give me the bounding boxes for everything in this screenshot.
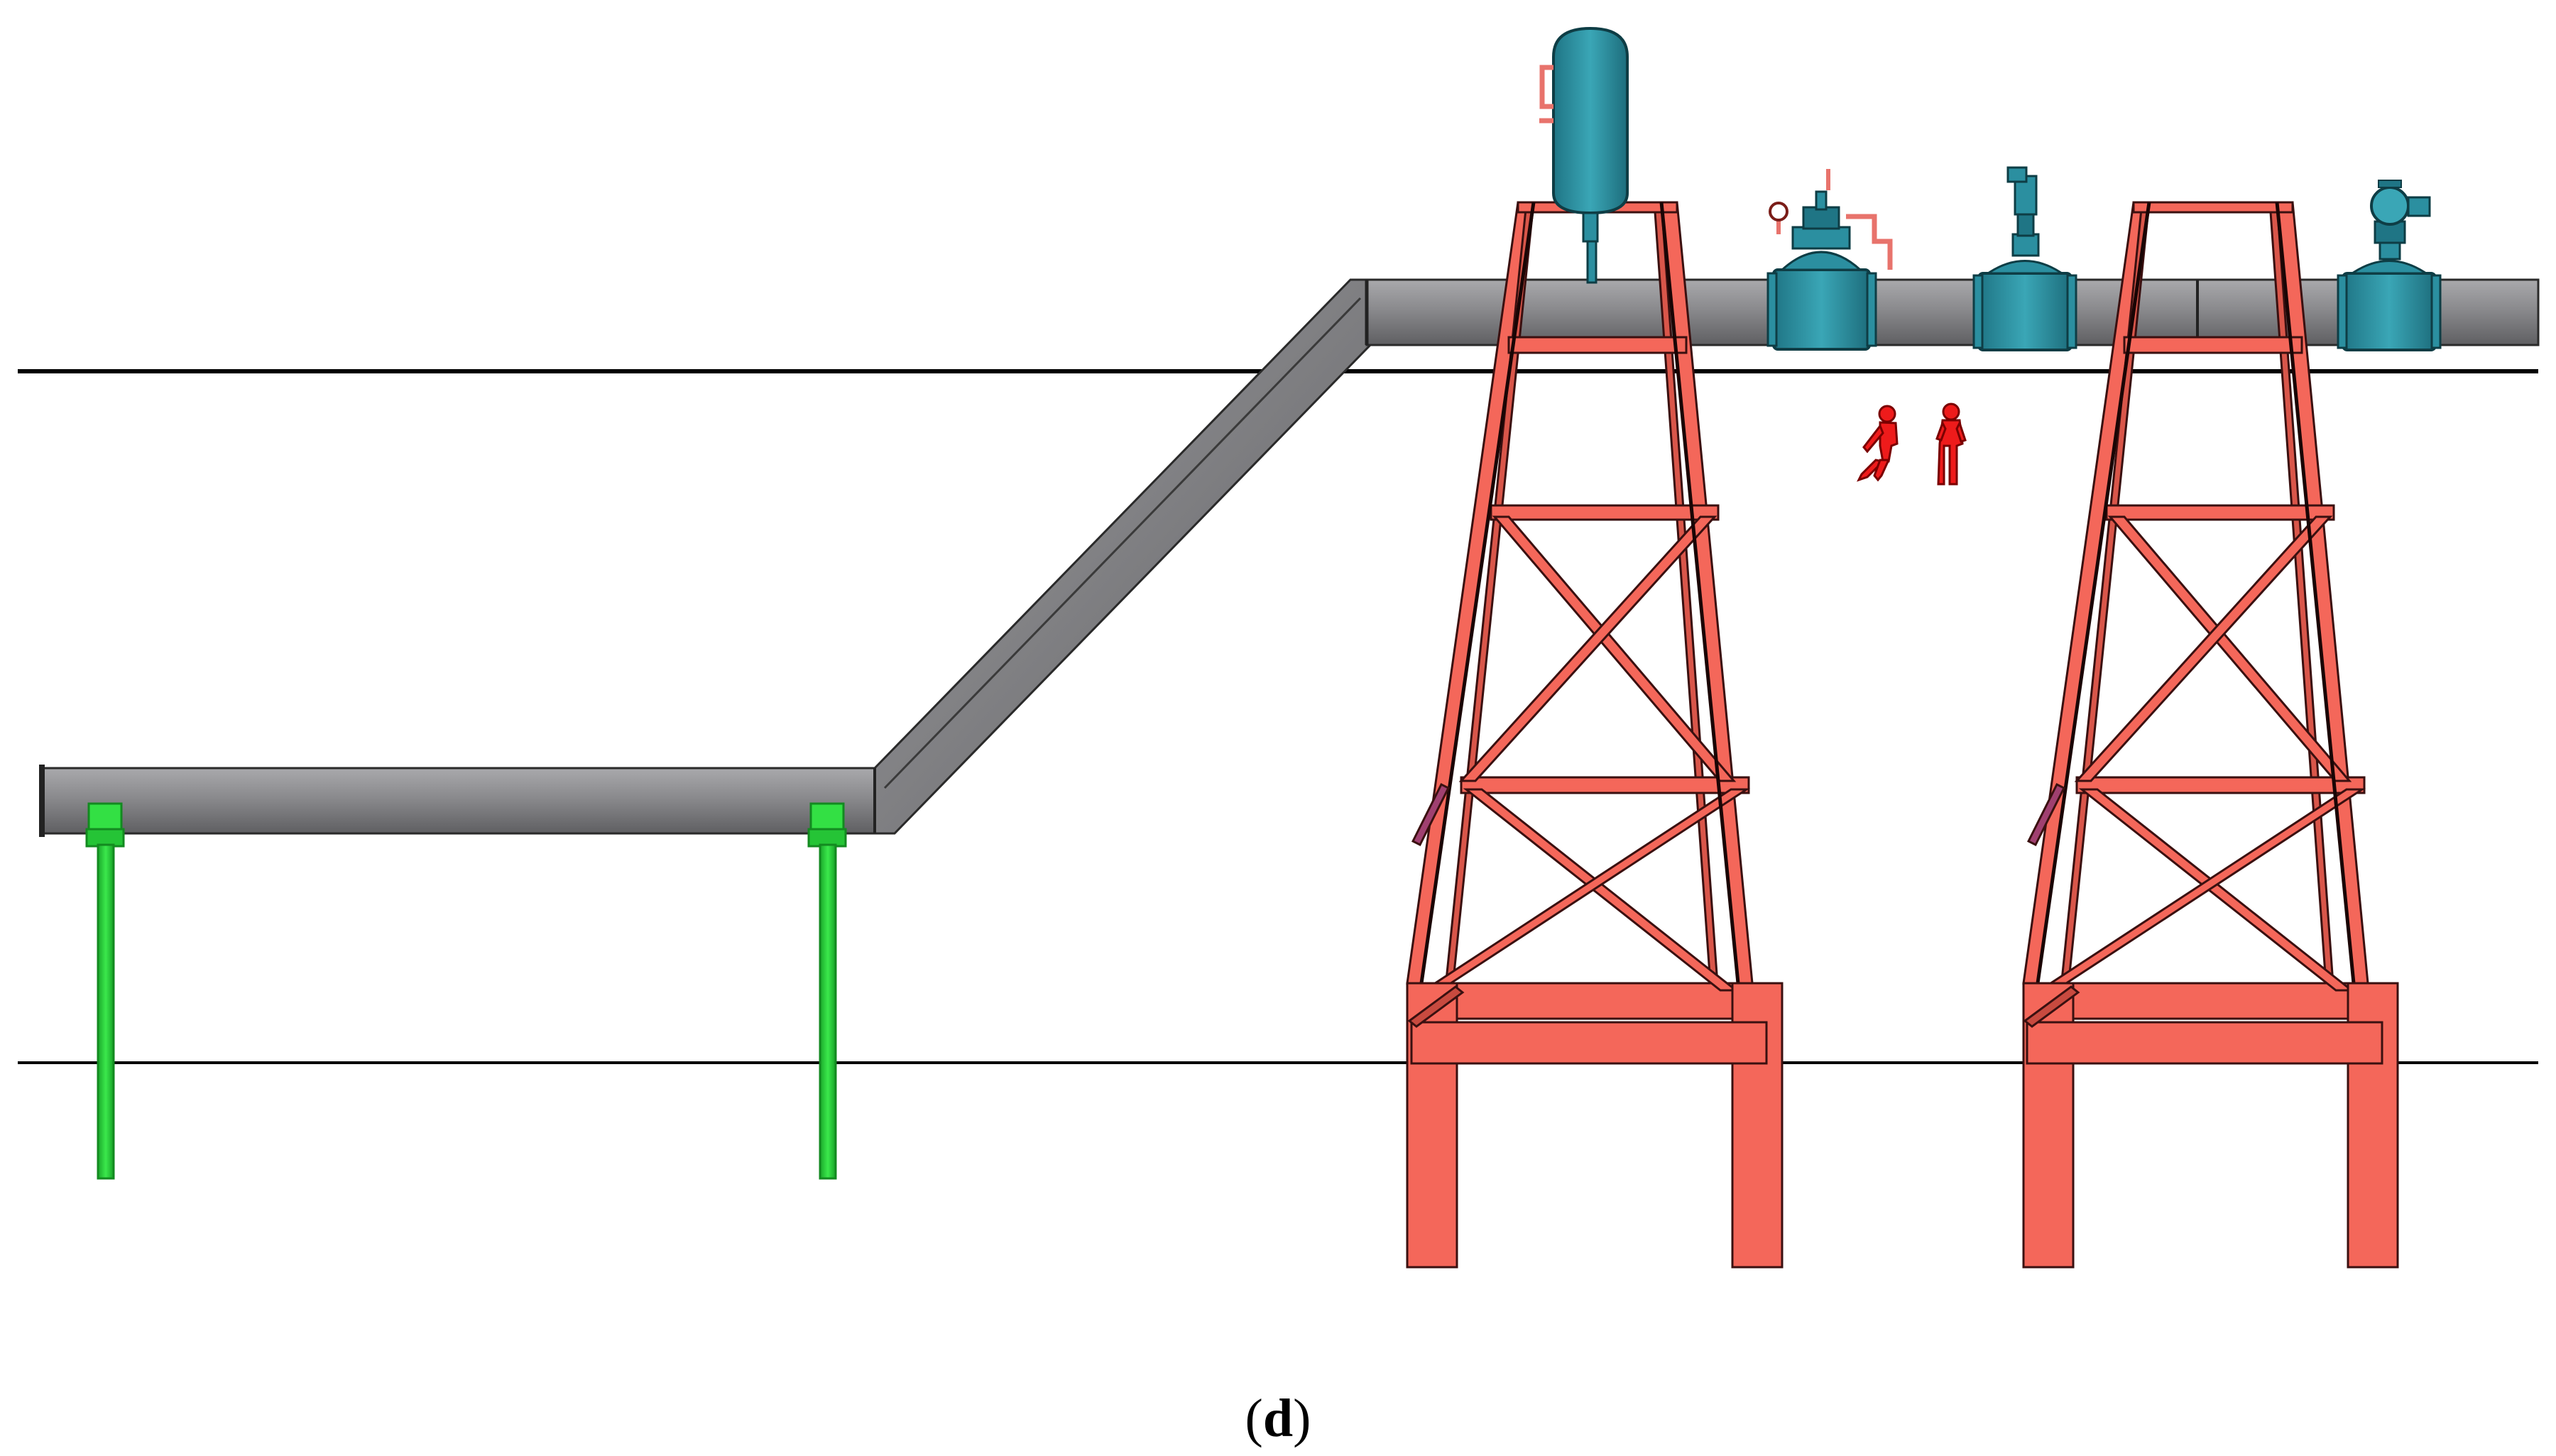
pile-support-left: [85, 802, 125, 1180]
pile-support-right: [807, 802, 847, 1180]
actuated-valve-icon: [2337, 180, 2442, 351]
vertical-separator-icon: [1539, 26, 1629, 284]
support-tower-2: [2022, 201, 2399, 1269]
figure-caption: (d): [0, 1388, 2556, 1450]
caption-close: ): [1293, 1389, 1311, 1448]
person-icon-2: [1935, 403, 1967, 486]
caption-letter: d: [1262, 1389, 1294, 1448]
valve-icon: [1972, 166, 2077, 351]
support-tower-1: [1406, 201, 1784, 1269]
regulating-valve-icon: [1766, 169, 1893, 351]
person-icon: [1857, 405, 1899, 482]
lower-pipe-section: [39, 765, 876, 837]
sloped-pipe-section: [873, 278, 1372, 835]
caption-open: (: [1245, 1389, 1263, 1448]
